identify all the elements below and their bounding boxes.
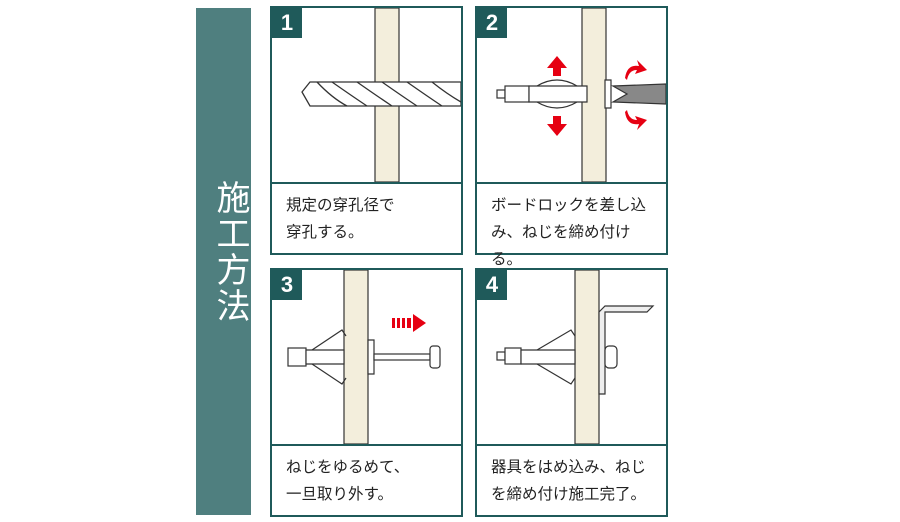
caption-line: 穿孔する。: [286, 223, 364, 241]
caption-line: ボードロックを差し込: [491, 196, 647, 214]
drill-illustration: [272, 8, 461, 184]
step-caption: ボードロックを差し込 み、ねじを締め付ける。: [491, 192, 660, 273]
step-number: 1: [272, 8, 302, 38]
caption-line: ねじをゆるめて、: [286, 458, 410, 476]
step-panel-1: 1 規定の穿孔径で 穿孔する。: [270, 6, 463, 255]
step-caption: ねじをゆるめて、 一旦取り外す。: [286, 454, 455, 508]
caption-line: を締め付け施工完了。: [491, 485, 647, 503]
section-title: 施工方法: [210, 180, 250, 324]
step-number: 4: [477, 270, 507, 300]
caption-line: 規定の穿孔径で: [286, 196, 395, 214]
anchor-icon: [496, 79, 612, 109]
step-number: 2: [477, 8, 507, 38]
remove-screw-illustration: [272, 270, 461, 446]
screw-icon: [373, 345, 441, 369]
pull-arrow-icon: [392, 314, 426, 332]
screwdriver-icon: [610, 83, 666, 105]
screw-head-icon: [604, 345, 618, 369]
mount-fixture-illustration: [477, 270, 666, 446]
bracket-icon: [598, 305, 655, 395]
caption-line: 一旦取り外す。: [286, 485, 393, 503]
drill-bit-icon: [301, 81, 461, 107]
insert-anchor-illustration: [477, 8, 666, 184]
step-number: 3: [272, 270, 302, 300]
step-panel-2: 2 ボードロックを差し込 み、ねじを締め付ける。: [475, 6, 668, 268]
step-caption: 規定の穿孔径で 穿孔する。: [286, 192, 455, 246]
step-panel-3: 3 ねじをゆるめて、 一旦取り外す。: [270, 268, 463, 517]
caption-line: 器具をはめ込み、ねじ: [491, 458, 647, 476]
section-title-band: 施工方法: [196, 8, 251, 515]
caption-line: み、ねじを締め付ける。: [491, 223, 631, 268]
step-panel-4: 4 器具をはめ込み、ねじ を締め付け施工完了。: [475, 268, 668, 517]
anchor-icon: [496, 329, 576, 385]
anchor-icon: [287, 329, 375, 385]
expand-arrows-icon: [547, 56, 647, 136]
step-caption: 器具をはめ込み、ねじ を締め付け施工完了。: [491, 454, 660, 508]
